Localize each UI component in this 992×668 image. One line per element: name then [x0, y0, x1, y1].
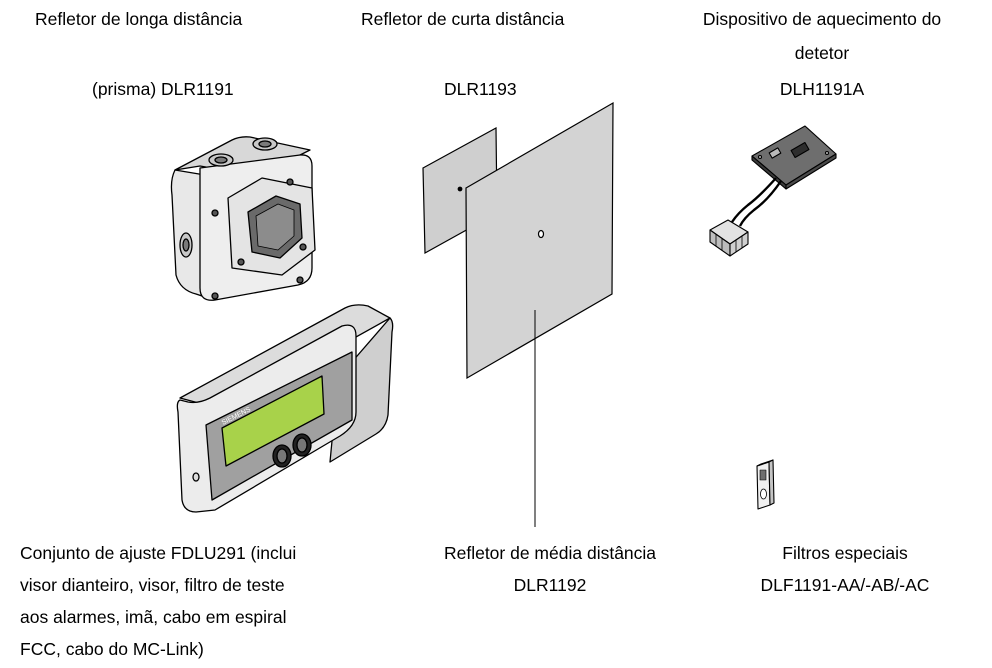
- short-range-reflector-code: DLR1193: [444, 79, 517, 99]
- adjust-kit-line4: FCC, cabo do MC-Link): [20, 639, 204, 659]
- adjust-kit-line1: Conjunto de ajuste FDLU291 (inclui: [20, 543, 297, 563]
- short-range-reflector-title: Refletor de curta distância: [361, 9, 565, 29]
- medium-range-reflector-illustration: [465, 101, 614, 527]
- adjust-kit-line2: visor dianteiro, visor, filtro de teste: [20, 575, 285, 595]
- medium-range-reflector-title: Refletor de média distância: [443, 543, 657, 563]
- heater-title-line1: Dispositivo de aquecimento do: [702, 9, 942, 29]
- medium-range-reflector-code: DLR1192: [513, 575, 587, 595]
- long-range-reflector-illustration: [170, 136, 316, 301]
- heater-device-illustration: [709, 125, 837, 257]
- long-range-reflector-code: (prisma) DLR1191: [92, 79, 234, 99]
- adjust-kit-line3: aos alarmes, imã, cabo em espiral: [20, 607, 287, 627]
- special-filter-illustration: [756, 459, 775, 510]
- special-filters-code: DLF1191-AA/-AB/-AC: [760, 575, 930, 595]
- heater-title-line2: detetor: [794, 43, 850, 63]
- heater-code: DLH1191A: [779, 79, 865, 99]
- adjustment-kit-illustration: [176, 304, 394, 513]
- long-range-reflector-title: Refletor de longa distância: [35, 9, 243, 29]
- special-filters-title: Filtros especiais: [782, 543, 908, 563]
